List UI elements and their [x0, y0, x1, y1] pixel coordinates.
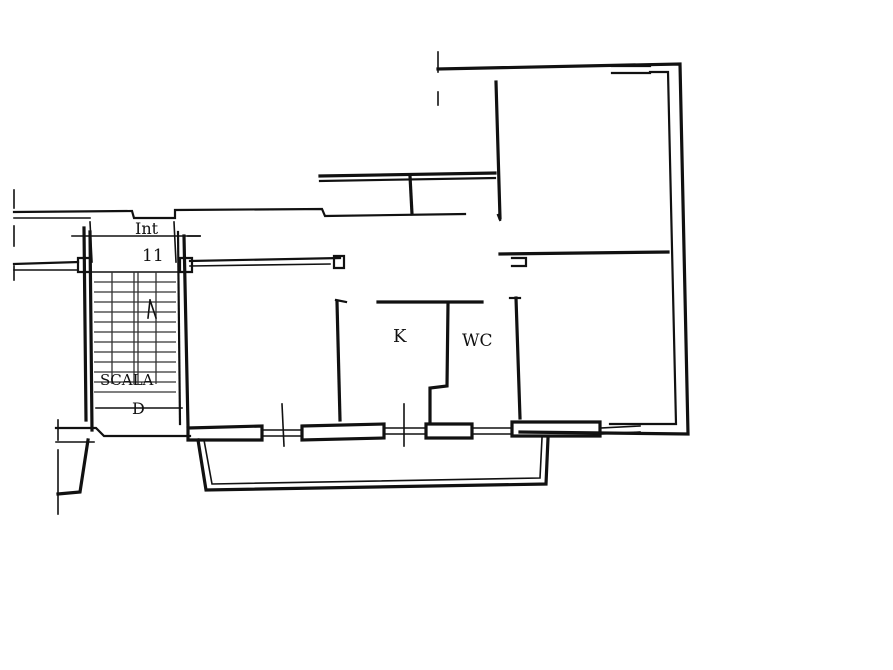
stair-block [71, 221, 201, 432]
unit-number-label: 11 [142, 246, 164, 266]
kitchen-wc-walls [334, 296, 522, 424]
wc-label: WC [462, 331, 492, 351]
outer-wall-right [436, 51, 690, 436]
corridor-wall-upper [12, 189, 467, 281]
balcony [196, 436, 550, 492]
lower-left-walls [56, 419, 90, 515]
stair-label: SCALA [100, 371, 154, 389]
unit-label-prefix: Int [135, 219, 159, 238]
interior-wall-right-room [498, 250, 670, 268]
interior-wall-upper [318, 80, 502, 222]
stair-letter-label: D [132, 399, 145, 418]
kitchen-label: K [393, 326, 407, 347]
bottom-facade [54, 403, 641, 447]
